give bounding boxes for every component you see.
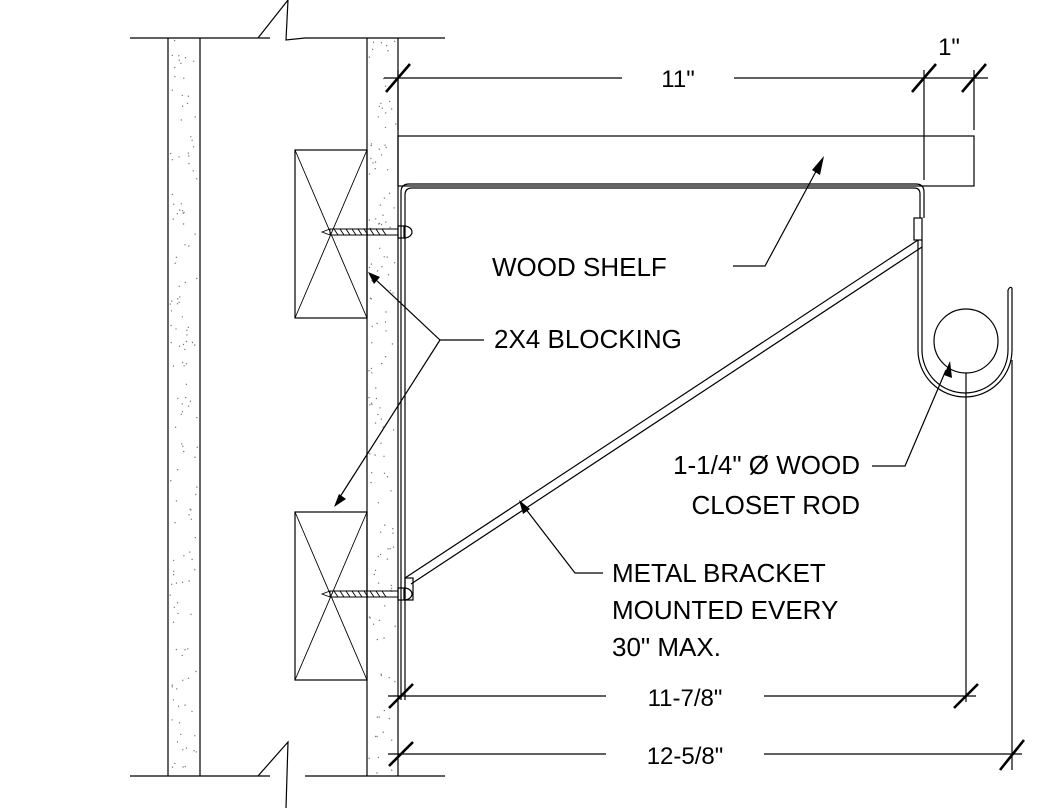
label-bracket-line1: METAL BRACKET: [612, 558, 826, 588]
wood-shelf: [397, 135, 975, 187]
metal-bracket: [400, 183, 1013, 700]
leader-wood-shelf: [733, 156, 824, 267]
label-bracket-line3: 30" MAX.: [612, 632, 721, 662]
overall-dimension: 12-5/8": [647, 743, 724, 770]
label-wood-shelf: WOOD SHELF: [492, 252, 667, 282]
label-bracket-line2: MOUNTED EVERY: [612, 595, 838, 625]
dimension-rod-offset: [388, 373, 979, 709]
label-2x4-blocking: 2X4 BLOCKING: [494, 324, 682, 354]
rod-offset-dimension: 11-7/8": [648, 685, 723, 712]
leader-blocking: [334, 272, 484, 507]
leader-closet-rod: [872, 361, 952, 467]
label-rod-line2: CLOSET ROD: [691, 490, 860, 520]
closet-rod: [933, 308, 999, 374]
shelf-overhang-dimension: 1": [938, 34, 960, 61]
leader-metal-bracket: [519, 500, 603, 574]
shelf-depth-dimension: 11": [661, 66, 694, 93]
dimension-shelf-depth: [384, 63, 988, 180]
screw-upper: [320, 225, 413, 239]
dimension-overall: [388, 360, 1026, 771]
label-rod-line1: 1-1/4" Ø WOOD: [673, 450, 860, 480]
blocking-upper: [294, 149, 368, 319]
blocking-lower: [294, 511, 368, 681]
